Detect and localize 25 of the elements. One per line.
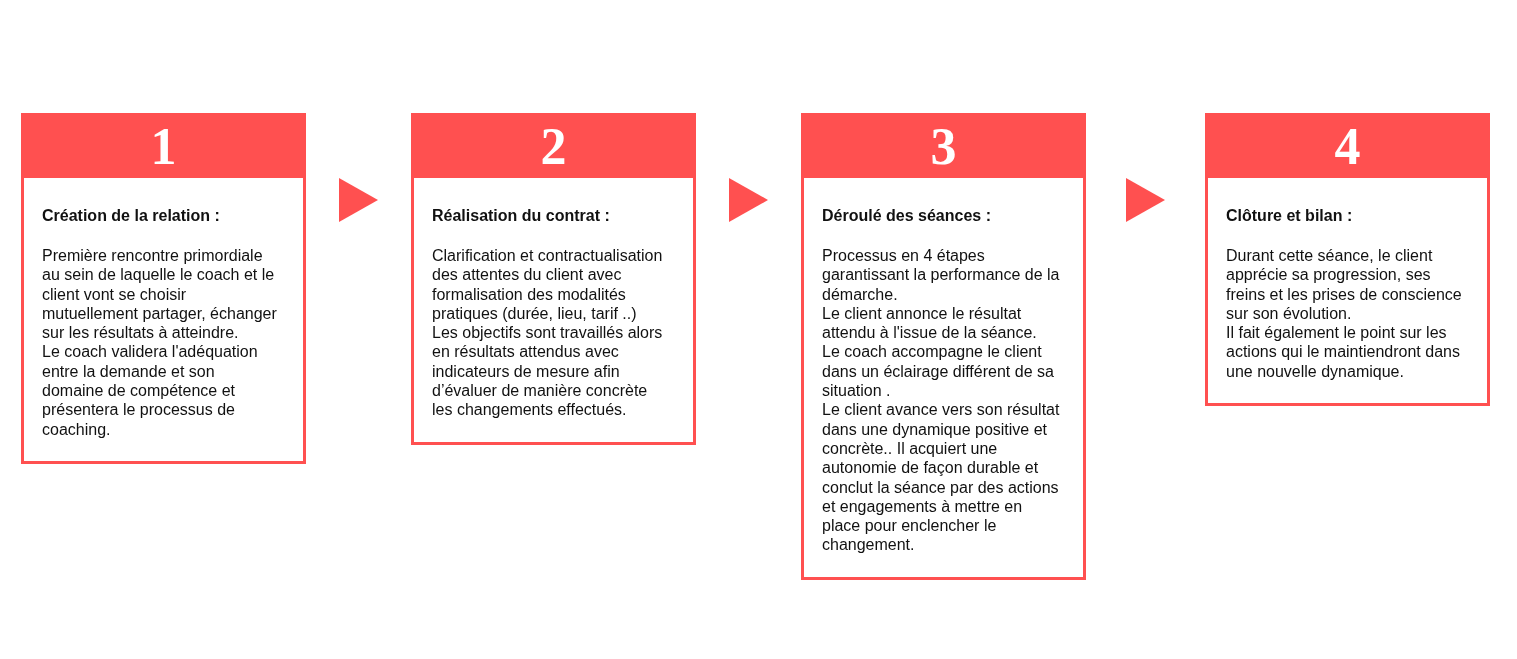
step-heading: Clôture et bilan : xyxy=(1226,206,1354,225)
chevron-arrow xyxy=(729,178,768,222)
step-card xyxy=(801,113,1086,580)
step-heading: Déroulé des séances : xyxy=(822,206,992,225)
step-description: Le client annonce le résultat attendu à l'issue de la séance. xyxy=(822,303,1038,343)
step-number: 4 xyxy=(1334,120,1361,174)
chevron-arrow xyxy=(1126,178,1165,222)
step-number: 2 xyxy=(540,120,567,174)
chevron-arrow xyxy=(339,178,378,222)
step-card xyxy=(411,113,696,445)
step-description: Première rencontre primordiale au sein de laquelle le coach et le client vont se choisir mutuellement partager, échanger sur les résultats à atteindre. xyxy=(42,246,278,343)
step-description: Le coach validera l'adéquation entre la demande et son domaine de compétence et présentera le processus de coaching. xyxy=(42,342,259,439)
step-number: 1 xyxy=(150,120,177,174)
step-description: Clarification et contractualisation des attentes du client avec formalisation des modalités pratiques (durée, lieu, tarif ..) xyxy=(432,246,664,324)
step-heading: Réalisation du contrat : xyxy=(432,206,611,225)
step-description: Il fait également le point sur les actions qui le maintiendront dans une nouvelle dynamique. xyxy=(1226,323,1461,382)
step-description: Les objectifs sont travaillés alors en résultats attendus avec indicateurs de mesure afin d’évaluer de manière concrète les changements effectués. xyxy=(432,323,664,420)
step-description: Le client avance vers son résultat dans une dynamique positive et concrète.. Il acquiert une autonomie de façon durable et conclut la séance par des actions et engagements à mettre en place pour enclencher le changement. xyxy=(822,400,1060,555)
step-card xyxy=(1205,113,1490,407)
step-card xyxy=(21,113,306,464)
step-description: Durant cette séance, le client apprécie sa progression, ses freins et les prises de conscience sur son évolution. xyxy=(1226,246,1463,324)
step-description: Processus en 4 étapes garantissant la performance de la démarche. xyxy=(822,246,1060,304)
step-description: Le coach accompagne le client dans un éclairage différent de sa situation . xyxy=(822,342,1055,401)
step-heading: Création de la relation : xyxy=(42,206,221,225)
step-number: 3 xyxy=(930,120,957,174)
